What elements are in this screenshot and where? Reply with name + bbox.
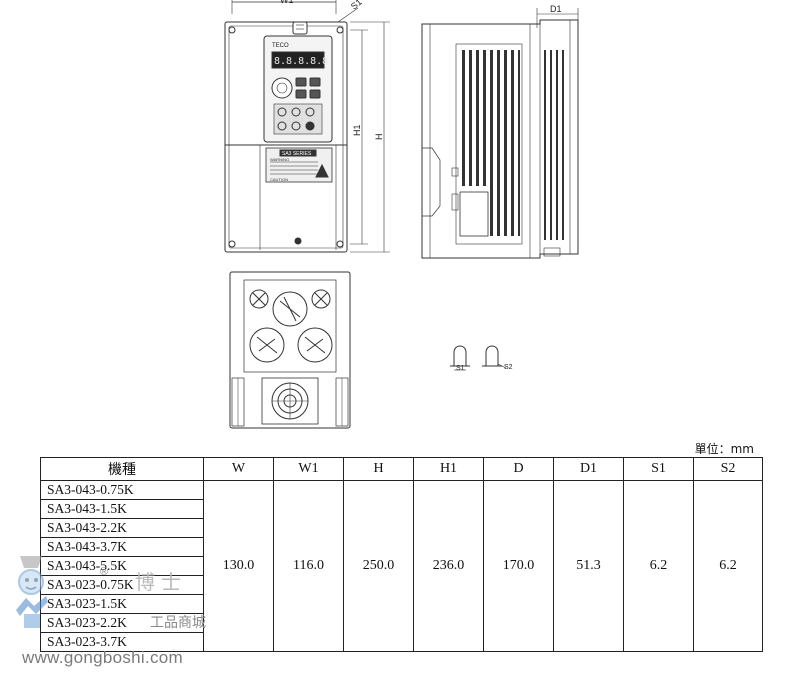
model-cell: SA3-043-2.2K (40, 518, 204, 538)
value-s1: 6.2 (623, 480, 694, 652)
header-s1: S1 (623, 457, 694, 481)
header-d1: D1 (553, 457, 624, 481)
watermark-boshi: 博士 (135, 572, 187, 594)
bottom-view (229, 271, 351, 429)
model-cell: SA3-023-1.5K (40, 594, 204, 614)
value-d: 170.0 (483, 480, 554, 652)
label-w1: W1 (280, 0, 294, 5)
watermark-logo-icon (16, 556, 48, 628)
unit-label: 單位：mm (694, 442, 754, 456)
model-cell: SA3-023-0.75K (40, 575, 204, 595)
model-cell: SA3-023-3.7K (40, 632, 204, 652)
label-detail-s2: S2 (504, 364, 513, 371)
watermark-url: www.gongboshi.com (22, 648, 184, 667)
panel-caution: CAUTION (270, 177, 288, 182)
front-view (224, 0, 390, 253)
model-cell: SA3-043-1.5K (40, 499, 204, 519)
watermark-reg-mark: ® (100, 566, 109, 578)
side-vent-slots (462, 50, 564, 240)
value-s2: 6.2 (693, 480, 763, 652)
model-cell: SA3-043-3.7K (40, 537, 204, 557)
label-s1: S1 (349, 0, 364, 12)
table-header-row: 機種 W W1 H H1 D D1 S1 S2 (40, 457, 763, 481)
value-h: 250.0 (343, 480, 414, 652)
table-row: SA3-023-0.75K (40, 575, 763, 595)
panel-brand: TECO (272, 43, 289, 49)
panel-display: 8.8.8.8.8 (274, 56, 328, 67)
table-row: SA3-043-0.75K 130.0 116.0 250.0 236.0 17… (40, 480, 763, 652)
watermark-cn: 工品商城 (150, 614, 206, 630)
header-model: 機種 (40, 457, 204, 481)
label-h1: H1 (352, 124, 362, 136)
header-h: H (343, 457, 414, 481)
label-h: H (374, 134, 384, 141)
table-row: SA3-023-2.2K (40, 613, 763, 633)
table-row: SA3-023-3.7K (40, 632, 763, 652)
table-row: SA3-043-2.2K (40, 518, 763, 538)
header-h1: H1 (413, 457, 484, 481)
header-d: D (483, 457, 554, 481)
dimension-drawing: W1 S1 H1 H TECO 8.8.8.8.8 SA3 SERIES WAR… (224, 0, 579, 429)
label-detail-s1: S1 (456, 365, 465, 372)
panel-warning: WARNING (270, 157, 289, 162)
value-h1: 236.0 (413, 480, 484, 652)
header-w1: W1 (273, 457, 344, 481)
header-w: W (203, 457, 274, 481)
slot-detail (450, 345, 507, 371)
header-s2: S2 (693, 457, 763, 481)
model-cell: SA3-043-0.75K (40, 480, 204, 500)
label-d1: D1 (550, 4, 562, 14)
dimension-table: 機種 W W1 H H1 D D1 S1 S2 SA3-043-0.75K 13… (40, 457, 763, 652)
value-d1: 51.3 (553, 480, 624, 652)
panel-model-plate: SA3 SERIES (282, 151, 312, 157)
value-w1: 116.0 (273, 480, 344, 652)
value-w: 130.0 (203, 480, 274, 652)
model-cell: SA3-023-2.2K (40, 613, 204, 633)
side-view (421, 8, 579, 259)
